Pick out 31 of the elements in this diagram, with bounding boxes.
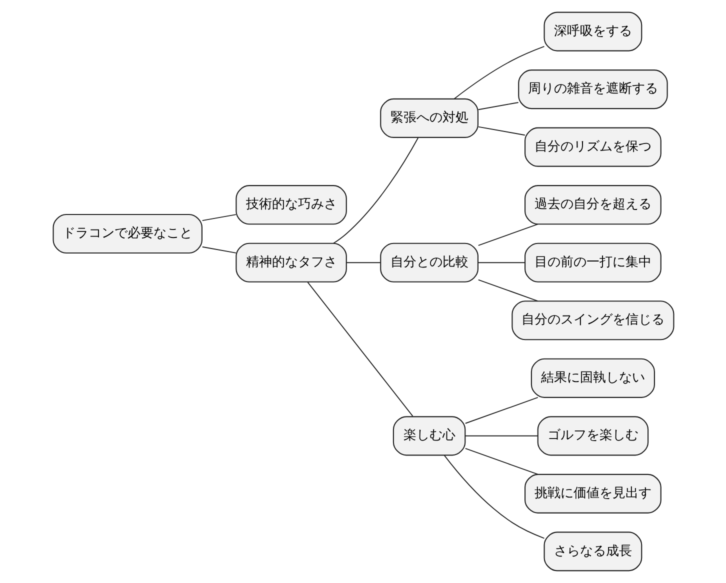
connector [477, 224, 538, 246]
connector [464, 448, 538, 475]
node-box: ゴルフを楽しむ [536, 416, 648, 456]
connector [464, 435, 538, 436]
node-box: 技術的な巧みさ [235, 185, 346, 225]
node-box: 精神的なタフさ [235, 242, 346, 282]
connector [306, 282, 413, 417]
node-box: さらなる成長 [543, 532, 642, 572]
node-box: ドラコンで必要なこと [52, 214, 202, 254]
connector [477, 102, 518, 110]
connector [345, 262, 380, 264]
connector [332, 136, 418, 244]
node-box: 過去の自分を超える [524, 185, 661, 225]
node-box: 自分のスイングを信じる [511, 300, 674, 340]
connector [201, 246, 236, 254]
node-box: 楽しむ心 [392, 416, 466, 456]
node-box: 挑戦に価値を見出す [524, 474, 661, 514]
connector [477, 262, 525, 264]
connector [477, 279, 538, 302]
connector [477, 126, 525, 136]
node-box: 周りの雑音を遮断する [518, 70, 668, 110]
node-box: 目の前の一打に集中 [524, 242, 661, 282]
node-box: 深呼吸をする [543, 12, 642, 52]
connector [453, 46, 544, 100]
node-box: 結果に固執しない [530, 358, 654, 398]
node-box: 自分のリズムを保つ [524, 127, 661, 167]
connector [201, 214, 236, 222]
node-box: 自分との比較 [380, 242, 478, 282]
connector [464, 397, 538, 424]
connector [443, 454, 544, 539]
node-box: 緊張への対処 [380, 98, 478, 138]
